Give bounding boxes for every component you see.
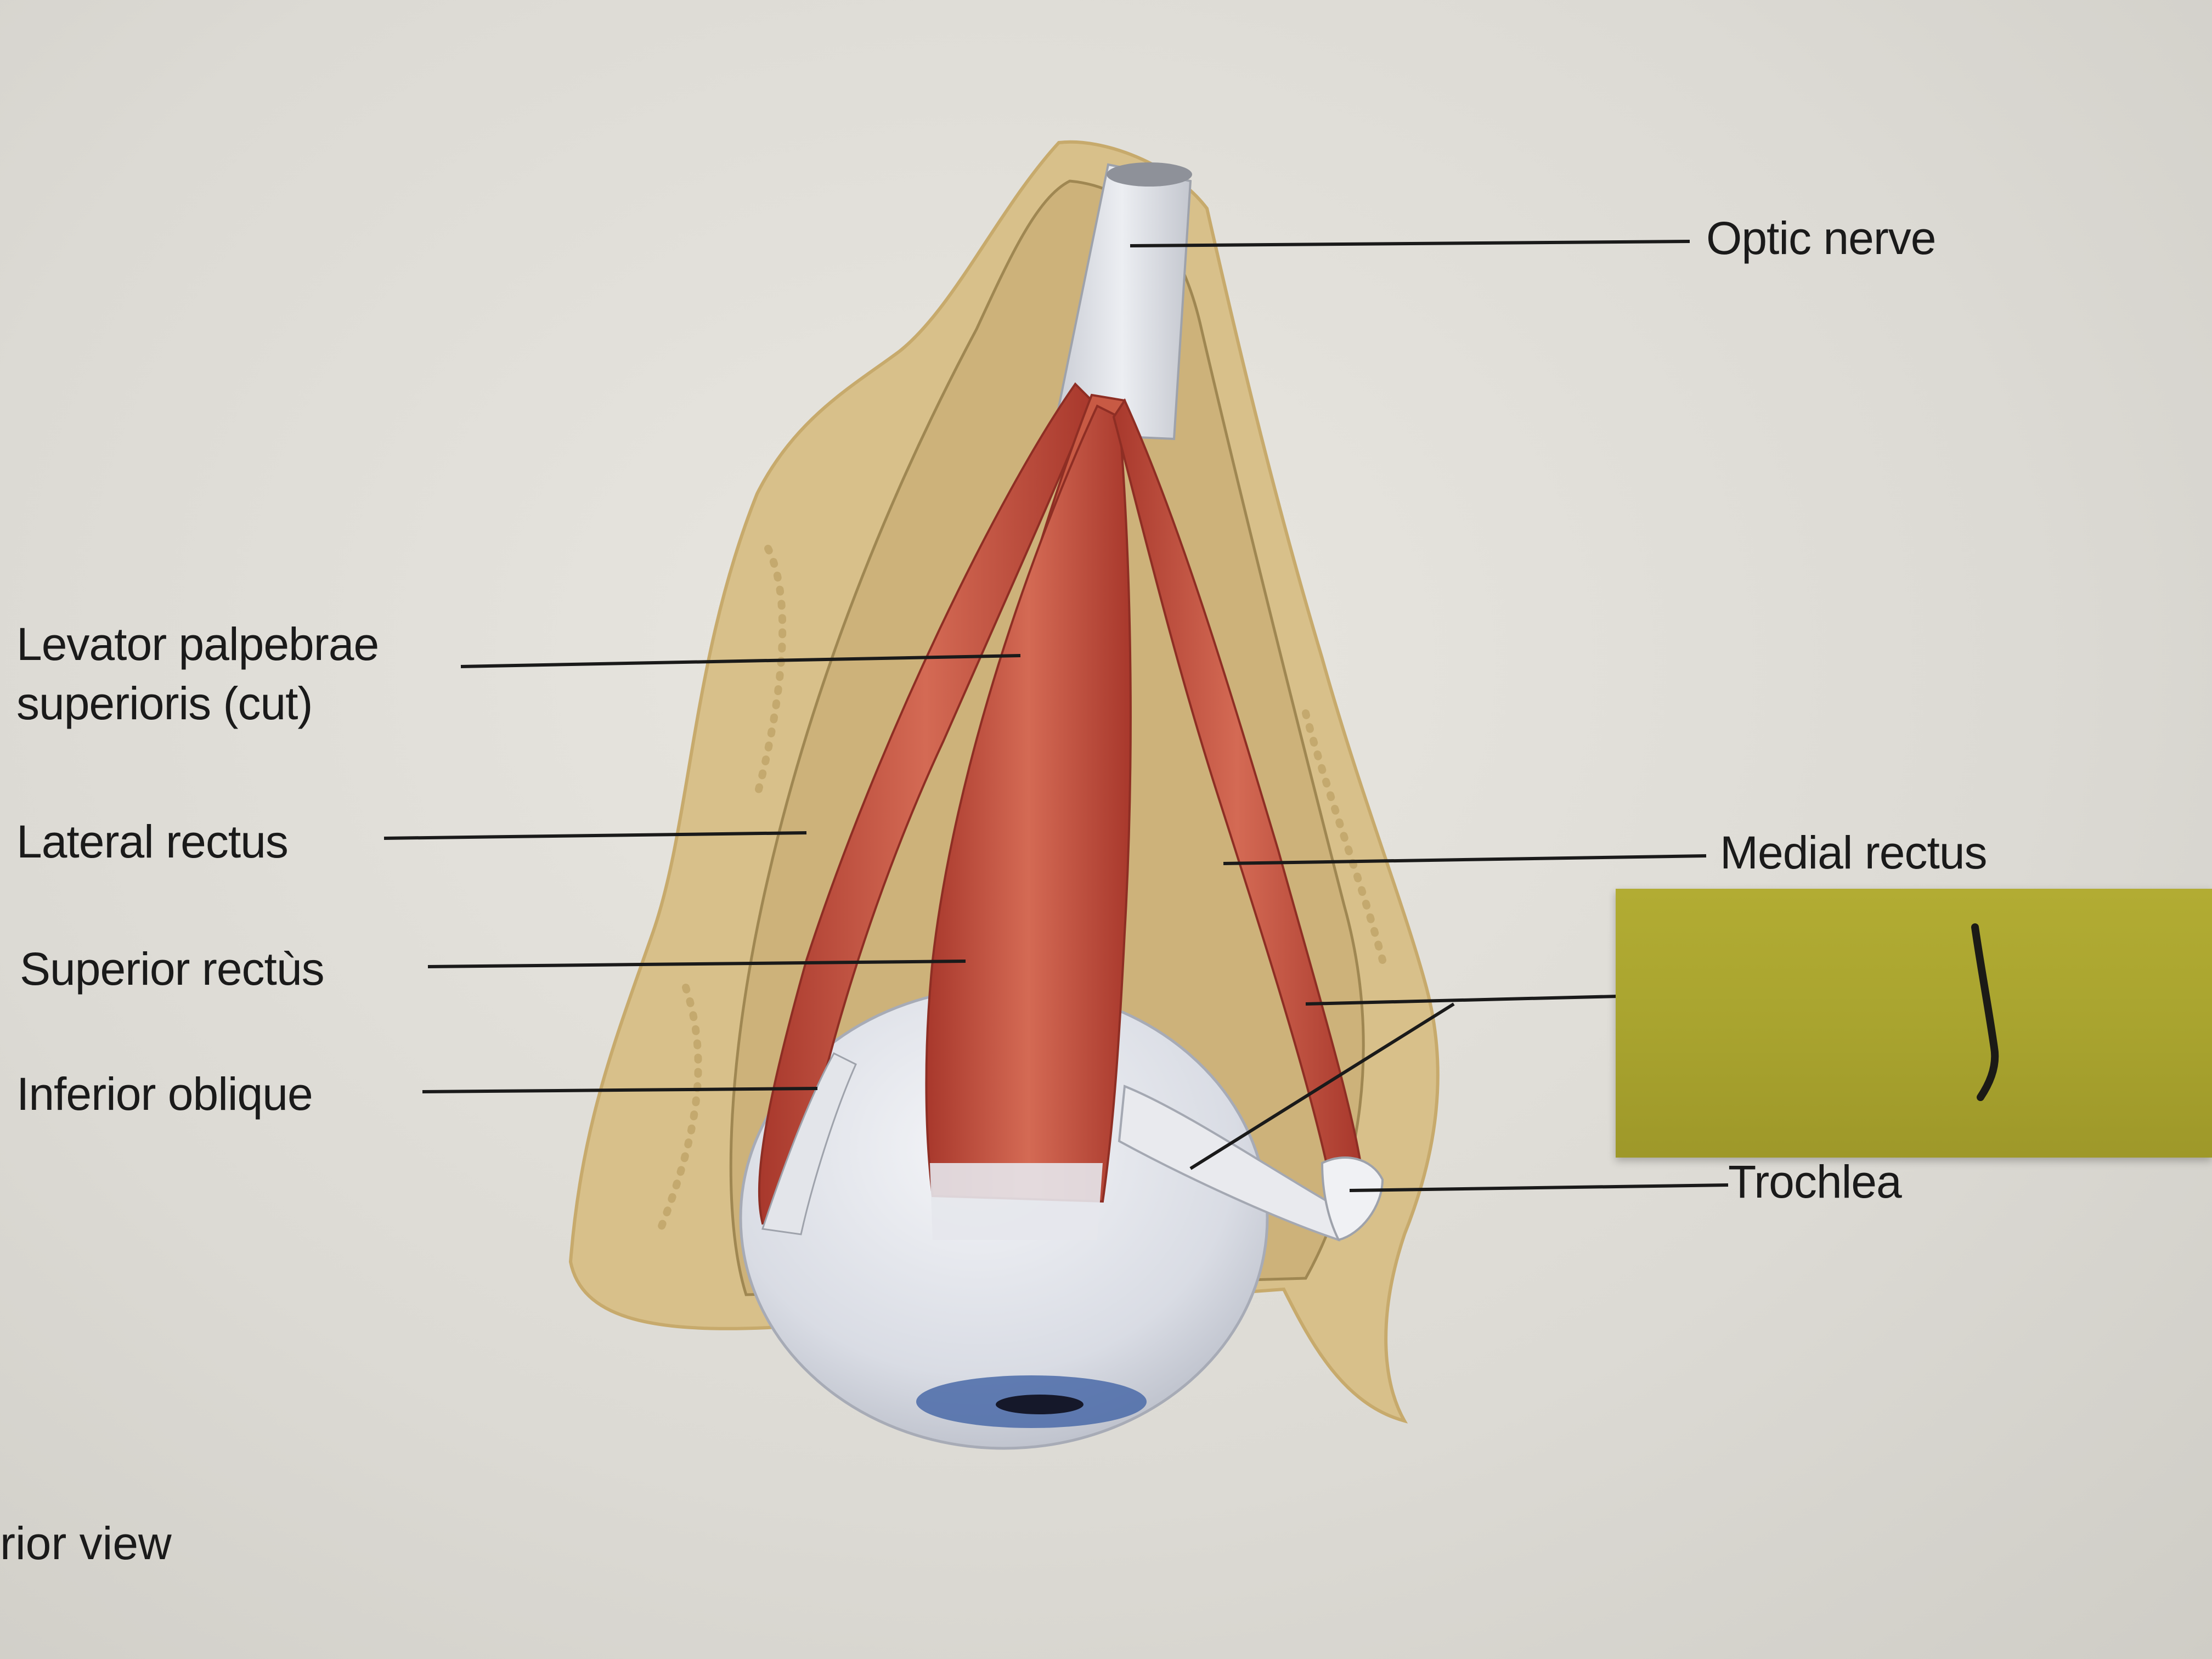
label-superior-rectus: Superior rectùs — [20, 943, 325, 995]
label-trochlea: Trochlea — [1728, 1156, 1902, 1207]
pen-mark — [1971, 923, 1999, 1101]
optic-nerve-cut-end — [1107, 162, 1192, 187]
leader-inferior-oblique — [422, 1087, 818, 1093]
superior-rectus-tendon — [930, 1163, 1103, 1240]
label-optic-nerve: Optic nerve — [1706, 212, 1937, 264]
pupil — [996, 1395, 1084, 1414]
label-levator-palpebrae: Levator palpebrae superioris (cut) — [16, 618, 379, 729]
leader-superior-rectus — [427, 960, 966, 968]
leader-superior-oblique — [1189, 1002, 1455, 1170]
leader-lateral-rectus — [383, 831, 807, 840]
label-medial-rectus: Medial rectus — [1720, 827, 1988, 878]
leader-trochlea — [1349, 1183, 1729, 1192]
trochlea-pulley — [1321, 1156, 1384, 1242]
label-inferior-oblique: Inferior oblique — [16, 1068, 313, 1120]
view-caption: rior view — [0, 1517, 172, 1569]
inferior-oblique-shape — [761, 1052, 857, 1235]
leader-lines — [383, 240, 1729, 1192]
leader-medial-rectus-2 — [1305, 995, 1619, 1006]
leader-medial-rectus — [1223, 854, 1707, 865]
superior-rectus-shape — [925, 404, 1132, 1203]
leader-optic-nerve — [1130, 240, 1690, 247]
leader-levator — [460, 654, 1021, 668]
label-cover-tape — [1616, 889, 2212, 1158]
label-lateral-rectus: Lateral rectus — [16, 816, 289, 867]
